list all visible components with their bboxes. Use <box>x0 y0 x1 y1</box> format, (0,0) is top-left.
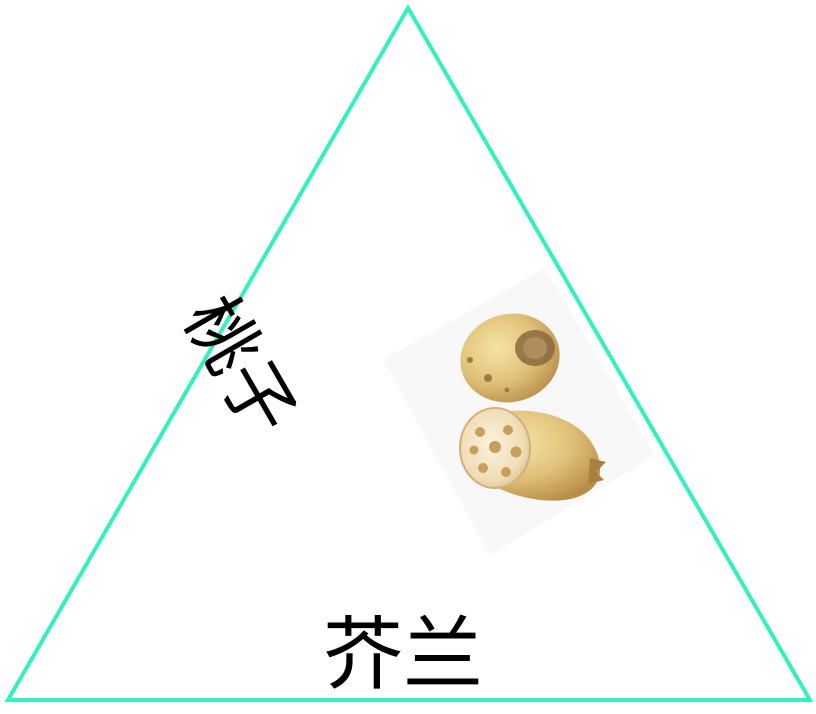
bottom-edge-label: 芥兰 <box>323 615 483 695</box>
lotus-root-image <box>383 268 655 555</box>
